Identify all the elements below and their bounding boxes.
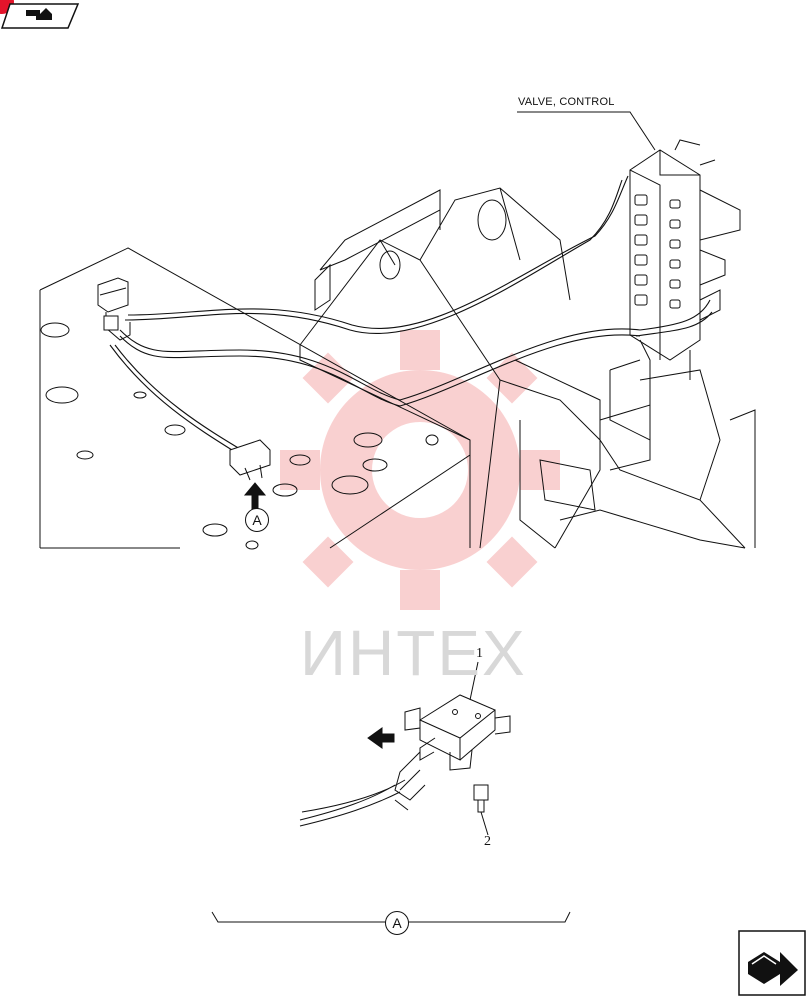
watermark-gear [280,330,560,610]
valve-control-label: VALVE, CONTROL [518,96,615,108]
part-number-2: 2 [484,834,491,849]
detail-a-bracket-label: A [385,911,409,935]
prev-page-button[interactable] [0,0,80,32]
next-page-icon [738,930,806,996]
next-page-button[interactable] [738,930,806,996]
detail-a-manifold [299,661,511,836]
control-valve-block [609,139,741,441]
detail-a-callout: A [245,508,269,532]
manifold-location [229,439,271,481]
pressure-switch-assembly [97,277,131,341]
part-number-1: 1 [476,646,483,661]
watermark-text: ИНТЕХ [300,617,527,689]
prev-page-icon [0,3,80,29]
